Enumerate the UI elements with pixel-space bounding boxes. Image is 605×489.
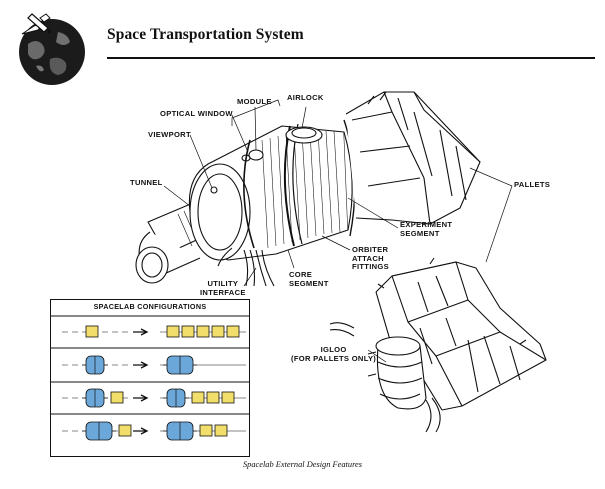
label-airlock: AIRLOCK [287,93,324,102]
config-row-0-after-pallet-2 [196,325,210,338]
config-row-1-arrow [133,361,149,369]
config-row-3-after-pallet-1 [199,424,213,437]
label-tunnel: TUNNEL [130,178,163,187]
document-title: Space Transportation System [107,26,304,43]
config-row-0-after-pallet-4 [226,325,240,338]
config-row-2-after-pallet-3 [221,391,235,404]
sts-logo [8,4,90,86]
config-row-2-before-pallet-1 [110,391,124,404]
config-row-2-after-pallet-2 [206,391,220,404]
config-dividers [50,315,250,415]
leader-lines [163,99,513,363]
label-module: MODULE [237,97,272,106]
figure-caption: Spacelab External Design Features [242,460,362,469]
pallet-upper-drawing [345,91,481,225]
configurations-title: SPACELAB CONFIGURATIONS [93,302,207,311]
label-optical-window: OPTICAL WINDOW [160,109,233,118]
module-drawing [188,119,356,287]
label-pallets: PALLETS [514,180,551,189]
label-igloo: IGLOO(FOR PALLETS ONLY) [291,345,377,363]
config-row-0-after-pallet-1 [181,325,195,338]
config-row-3-after-pallet-2 [214,424,228,437]
config-row-3-arrow [133,427,149,435]
config-row-2-arrow [133,394,149,402]
config-row-2-after-pallet-1 [191,391,205,404]
header-rule [107,57,595,59]
config-row-0-after-pallet-3 [211,325,225,338]
label-viewport: VIEWPORT [148,130,191,139]
config-row-3-before-pallet-1 [118,424,132,437]
config-row-0-before-pallet-0 [85,325,99,338]
spacelab-configurations-panel [50,299,250,457]
config-row-0-arrow [133,328,149,336]
config-icons [62,325,246,441]
config-row-0-after-pallet-0 [166,325,180,338]
igloo-drawing [329,322,441,433]
